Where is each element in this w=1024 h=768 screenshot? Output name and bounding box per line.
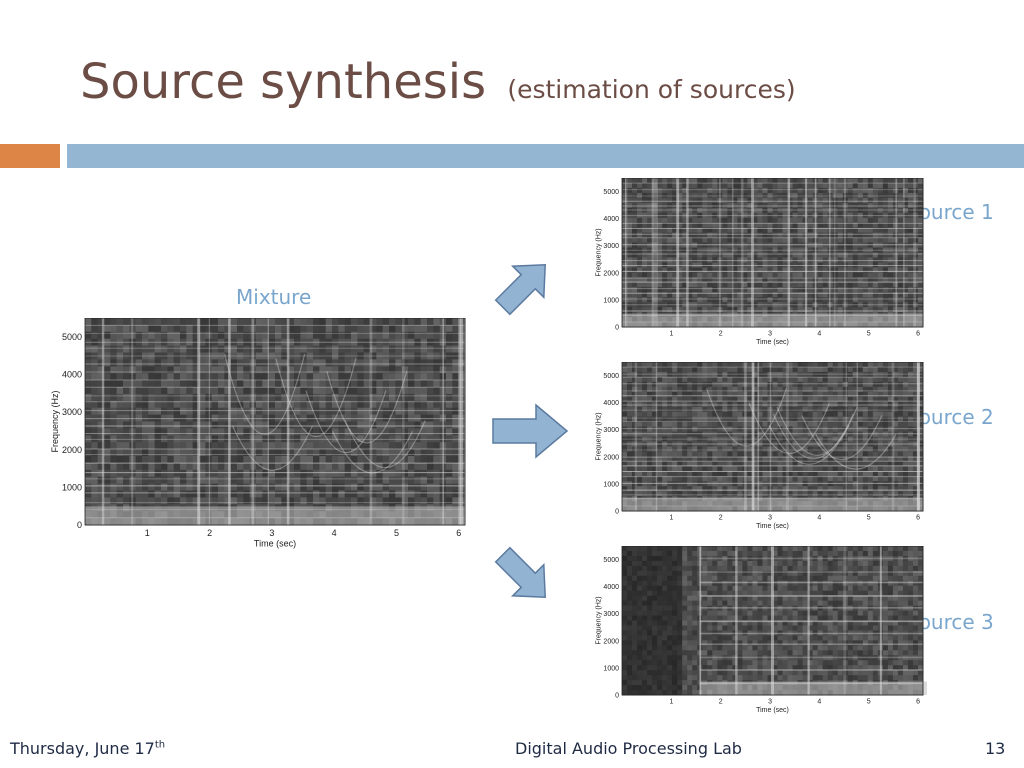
y-axis-label: Frequency (Hz): [595, 596, 602, 644]
y-tick-label: 0: [615, 692, 619, 699]
y-tick-label: 1000: [603, 297, 619, 304]
x-tick-label: 2: [719, 514, 723, 521]
x-axis-label: Time (sec): [756, 339, 789, 346]
footer-date: Thursday, June 17th: [10, 739, 166, 758]
x-tick-label: 6: [916, 330, 920, 337]
footer-lab-name: Digital Audio Processing Lab: [515, 739, 742, 758]
y-tick-label: 2000: [603, 638, 619, 645]
y-tick-label: 5000: [603, 557, 619, 564]
y-tick-label: 1000: [62, 483, 82, 493]
mixture-label: Mixture: [236, 285, 312, 309]
x-tick-label: 2: [719, 698, 723, 705]
x-axis-label: Time (sec): [756, 523, 789, 530]
y-axis-label: Frequency (Hz): [50, 390, 60, 452]
x-tick-label: 5: [394, 528, 399, 538]
arrow-right-icon: [492, 403, 569, 459]
x-tick-label: 3: [768, 514, 772, 521]
y-tick-label: 3000: [62, 407, 82, 417]
x-tick-label: 3: [768, 698, 772, 705]
y-tick-label: 0: [77, 520, 82, 530]
y-tick-label: 5000: [603, 373, 619, 380]
y-tick-label: 4000: [62, 370, 82, 380]
y-tick-label: 3000: [603, 611, 619, 618]
x-tick-label: 4: [817, 330, 821, 337]
x-axis-label: Time (sec): [756, 707, 789, 714]
y-tick-label: 5000: [603, 189, 619, 196]
x-tick-label: 4: [332, 528, 337, 538]
x-tick-label: 6: [916, 514, 920, 521]
x-tick-label: 5: [867, 514, 871, 521]
accent-bar-orange: [0, 144, 60, 168]
x-tick-label: 4: [817, 514, 821, 521]
y-tick-label: 2000: [603, 270, 619, 277]
y-tick-label: 1000: [603, 481, 619, 488]
y-tick-label: 3000: [603, 427, 619, 434]
title-subtitle: (estimation of sources): [507, 75, 796, 104]
x-tick-label: 5: [867, 698, 871, 705]
y-axis-label: Frequency (Hz): [595, 228, 602, 276]
arrow-down-right-icon: [494, 546, 546, 598]
y-tick-label: 4000: [603, 216, 619, 223]
x-tick-label: 2: [207, 528, 212, 538]
y-tick-label: 0: [615, 508, 619, 515]
y-tick-label: 2000: [62, 445, 82, 455]
y-tick-label: 4000: [603, 400, 619, 407]
y-tick-label: 1000: [603, 665, 619, 672]
x-tick-label: 3: [768, 330, 772, 337]
arrow-up-right-icon: [494, 264, 546, 316]
y-axis-label: Frequency (Hz): [595, 412, 602, 460]
title-text: Source synthesis: [80, 54, 487, 110]
slide-title: Source synthesis (estimation of sources): [80, 52, 796, 120]
y-tick-label: 5000: [62, 332, 82, 342]
y-tick-label: 2000: [603, 454, 619, 461]
x-tick-label: 2: [719, 330, 723, 337]
x-tick-label: 4: [817, 698, 821, 705]
x-tick-label: 1: [145, 528, 150, 538]
x-axis-label: Time (sec): [254, 539, 296, 549]
page-number: 13: [985, 739, 1006, 758]
accent-bar-blue: [67, 144, 1024, 168]
x-tick-label: 1: [669, 698, 673, 705]
x-tick-label: 6: [916, 698, 920, 705]
x-tick-label: 6: [456, 528, 461, 538]
y-tick-label: 0: [615, 324, 619, 331]
x-tick-label: 1: [669, 330, 673, 337]
x-tick-label: 5: [867, 330, 871, 337]
y-tick-label: 3000: [603, 243, 619, 250]
x-tick-label: 1: [669, 514, 673, 521]
y-tick-label: 4000: [603, 584, 619, 591]
x-tick-label: 3: [269, 528, 274, 538]
